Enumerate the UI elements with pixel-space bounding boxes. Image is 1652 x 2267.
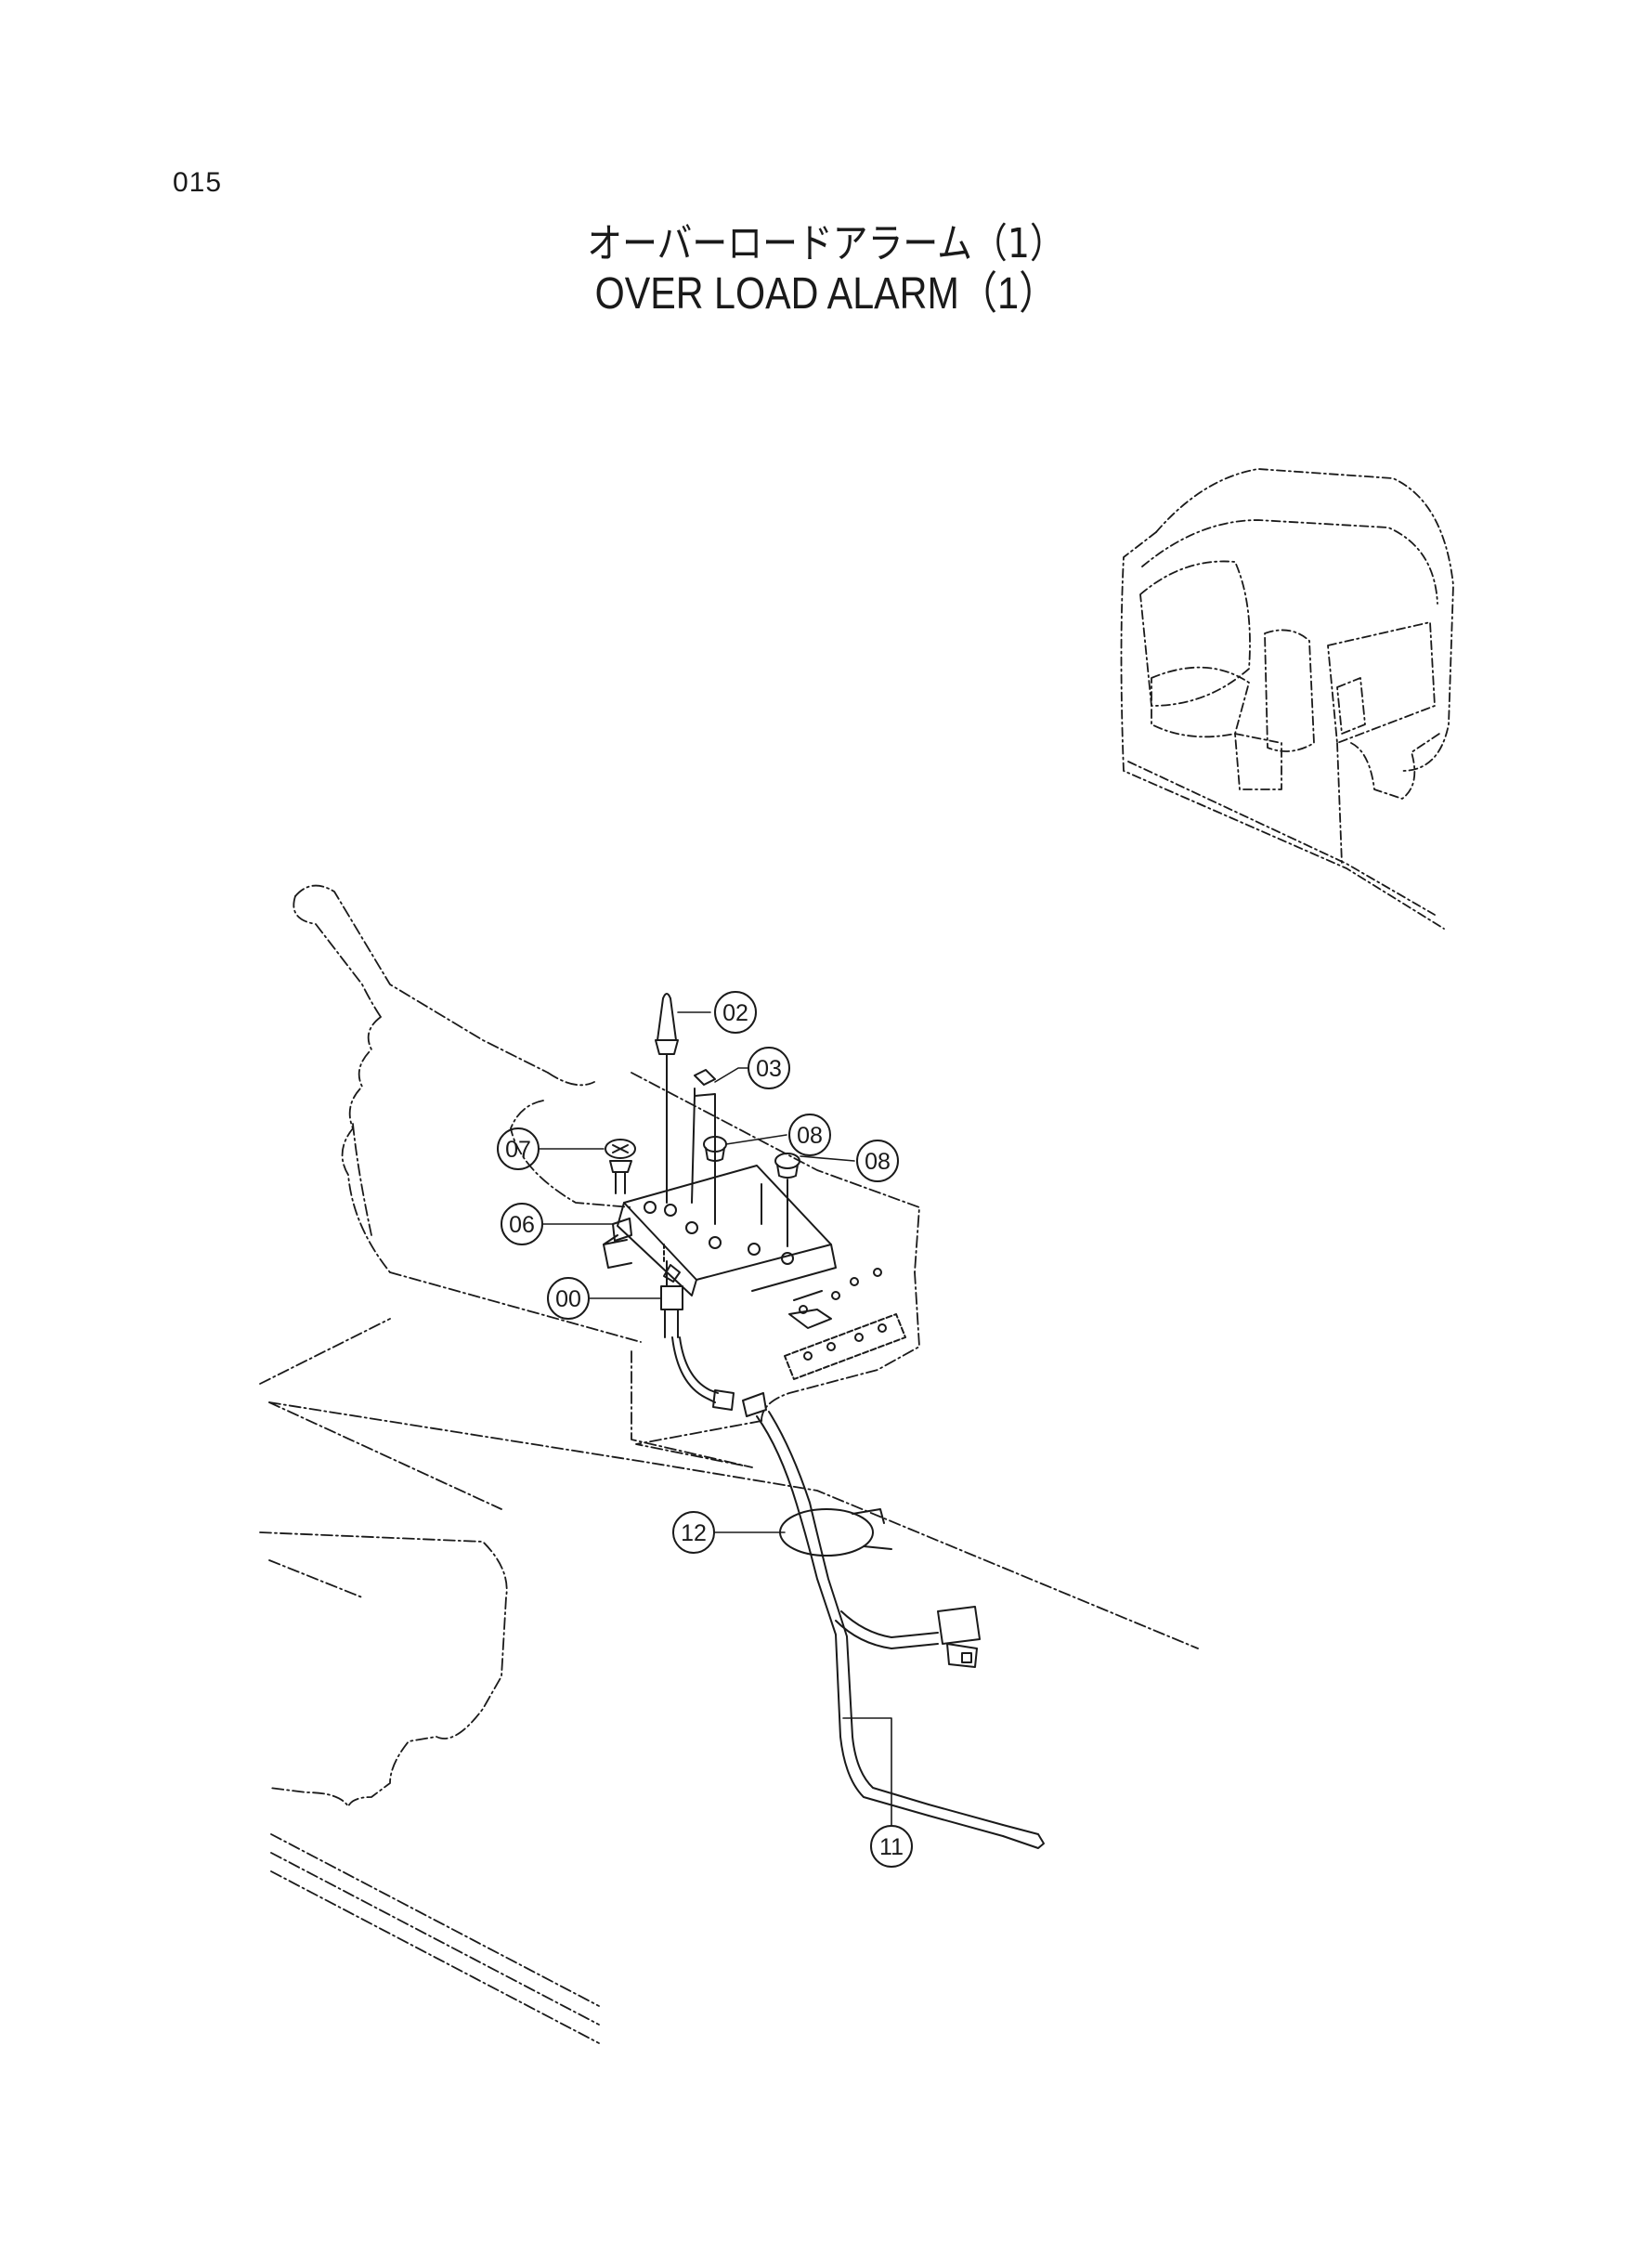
part-06-bracket-clip (612, 1218, 632, 1242)
cab-inset-illustration (1120, 468, 1454, 930)
callout-02: 02 (722, 1000, 748, 1026)
callout-06: 06 (509, 1212, 535, 1238)
part-03-clip (691, 1069, 716, 1204)
callout-circles (497, 991, 913, 1868)
part-12-band (779, 1508, 892, 1557)
console-body-outline (259, 884, 1199, 2044)
leader-lines (538, 1011, 892, 1826)
callout-03: 03 (756, 1056, 782, 1082)
callout-08-b: 08 (865, 1149, 891, 1175)
callout-08-a: 08 (797, 1123, 823, 1149)
part-00-switch (660, 1260, 683, 1338)
callout-12: 12 (681, 1520, 707, 1546)
part-11-harness (671, 1336, 1045, 1849)
callout-07: 07 (505, 1137, 531, 1163)
page-number: 015 (173, 167, 223, 198)
part-02-cap (655, 993, 679, 1204)
title-japanese: オーバーロードアラーム（1） (587, 220, 1065, 267)
callout-11: 11 (879, 1834, 904, 1860)
title-block: オーバーロードアラーム（1） OVER LOAD ALARM（1） (0, 219, 1652, 319)
part-07-screw (605, 1139, 636, 1194)
part-08-grommet-b (761, 1153, 800, 1247)
mounting-bracket (603, 1165, 906, 1380)
title-english: OVER LOAD ALARM（1） (594, 269, 1058, 319)
callout-00: 00 (555, 1286, 581, 1312)
